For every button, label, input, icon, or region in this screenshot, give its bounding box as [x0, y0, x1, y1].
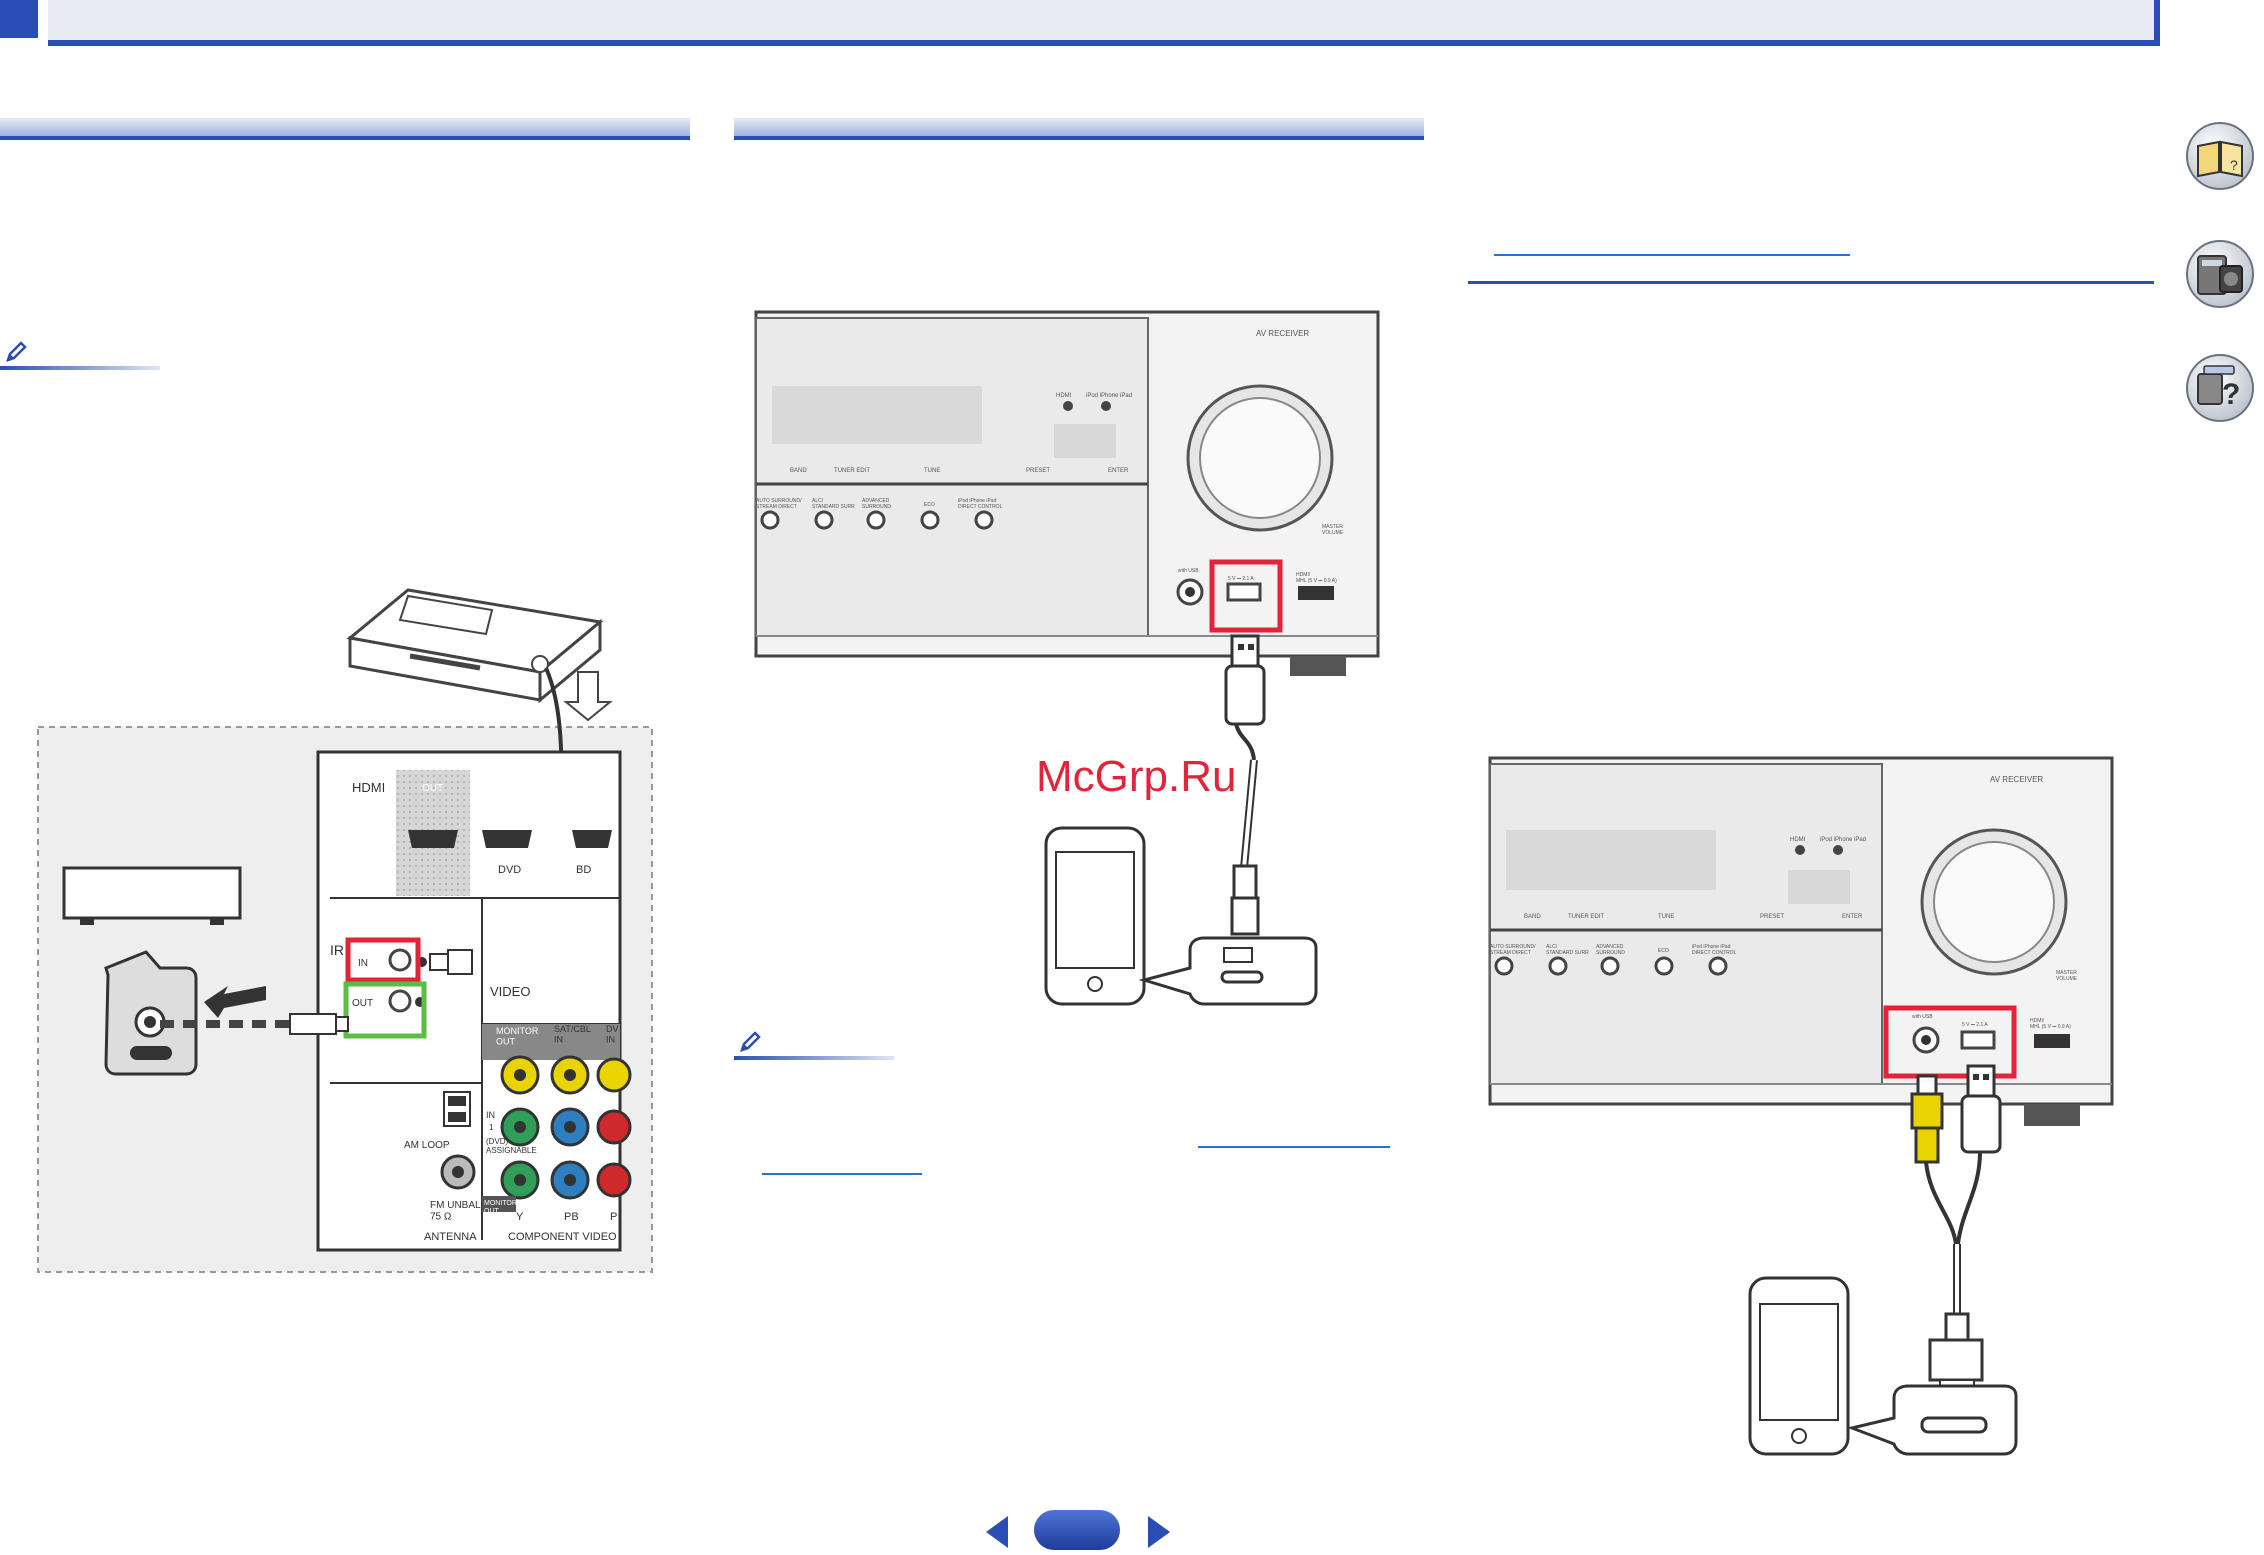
band-label: BAND [790, 468, 807, 474]
subsection-rule [1468, 281, 2154, 284]
hdmi-front-label: HDMI [1056, 393, 1072, 399]
watermark-text: McGrp.Ru [1036, 752, 1237, 801]
enter-label-2: ENTER [1842, 914, 1863, 920]
section-rule-center [734, 118, 1424, 140]
troubleshooting-icon[interactable]: ? [2184, 352, 2256, 424]
antenna-label: ANTENNA [424, 1231, 477, 1243]
ir-label: IR [330, 942, 344, 958]
down-arrow-icon [563, 671, 613, 722]
note-underline [734, 1056, 894, 1060]
note-pencil-icon [4, 340, 28, 364]
band-label-2: BAND [1524, 914, 1541, 920]
hdmi-mhl-label: HDMI/MHL (5 V ⎓ 0.9 A) [1296, 572, 1337, 584]
tune-label-2: TUNE [1658, 914, 1674, 920]
left-arrow-icon [204, 986, 266, 1018]
component-video-label: COMPONENT VIDEO [508, 1231, 617, 1243]
tune-label: TUNE [924, 468, 940, 474]
svg-text:?: ? [2230, 157, 2238, 173]
ir-receiver-device [346, 588, 604, 704]
usb-port-highlight [1209, 559, 1283, 633]
header-bar [48, 0, 2160, 46]
svg-text:?: ? [2222, 378, 2240, 411]
video-label: VIDEO [490, 984, 530, 999]
cross-reference-link[interactable] [1494, 254, 1850, 256]
usb-connection-diagram: AV RECEIVER HDMI iPod iPhone iPad BAND T… [754, 310, 1380, 1006]
iphone-device [1044, 826, 1318, 1006]
cross-reference-link[interactable] [1198, 1146, 1390, 1148]
pb-label: PB [564, 1211, 579, 1223]
receiver-front-panel-2 [1488, 756, 2114, 1126]
assignable-label: (DVD)ASSIGNABLE [486, 1137, 537, 1155]
enter-label: ENTER [1108, 468, 1129, 474]
alc-label: ALC/STANDARD SURR [812, 498, 855, 510]
ipod-front-label-2: iPod iPhone iPad [1820, 837, 1866, 843]
prev-arrow-icon [986, 1516, 1008, 1548]
dvd-label: DVD [498, 864, 521, 876]
hdmi-mhl-label-2: HDMI/MHL (5 V ⎓ 0.9 A) [2030, 1018, 2071, 1030]
usb-rating-label: 5 V ⎓ 2.1 A [1228, 576, 1254, 582]
note-pencil-icon [738, 1030, 762, 1054]
rear-panel [316, 750, 632, 1252]
auto-surround-label-2: AUTO SURROUND/STREAM DIRECT [1490, 944, 1536, 956]
cross-reference-link[interactable] [762, 1173, 922, 1175]
receiver-front-panel [754, 310, 1380, 676]
usb-left-label-2: with USB [1912, 1014, 1933, 1020]
ir-out-label: OUT [352, 998, 373, 1009]
chapter-number-tab [0, 0, 38, 38]
tuner-edit-label: TUNER EDIT [834, 468, 870, 474]
ipod-av-cable [1910, 1064, 2002, 1395]
ipod-front-label: iPod iPhone iPad [1086, 393, 1132, 399]
next-page-button[interactable] [1144, 1514, 1174, 1550]
book-help-icon[interactable]: ? [2184, 120, 2256, 192]
ir-in-highlight [345, 937, 421, 983]
bd-label: BD [576, 864, 591, 876]
component-in-label: IN [486, 1110, 495, 1120]
pr-label: P [610, 1211, 617, 1223]
tuner-edit-label-2: TUNER EDIT [1568, 914, 1604, 920]
hdmi-front-label-2: HDMI [1790, 837, 1806, 843]
other-component [62, 866, 242, 925]
section-rule-left [0, 118, 690, 140]
am-loop-label: AM LOOP [404, 1140, 450, 1151]
preset-label-2: PRESET [1760, 914, 1784, 920]
auto-surround-label: AUTO SURROUND/STREAM DIRECT [756, 498, 802, 510]
av-receiver-label: AV RECEIVER [1256, 329, 1309, 338]
alc-label-2: ALC/STANDARD SURR [1546, 944, 1589, 956]
usb-av-highlight [1883, 1005, 2017, 1079]
current-page-badge [1034, 1510, 1120, 1550]
remote-control-icon[interactable] [2184, 238, 2256, 310]
usb-cable [1224, 634, 1266, 936]
usb-left-label: with USB [1178, 568, 1199, 574]
eco-label: ECO [924, 502, 935, 508]
ipod-av-connection-diagram: AV RECEIVER HDMI iPod iPhone iPad BAND T… [1488, 756, 2114, 1456]
note-underline [0, 366, 160, 370]
ir-in-label: IN [358, 958, 368, 969]
y-label: Y [516, 1211, 524, 1223]
av-receiver-label-2: AV RECEIVER [1990, 775, 2043, 784]
usb-rating-label-2: 5 V ⎓ 2.1 A [1962, 1022, 1988, 1028]
component-in-number: 1 [489, 1123, 494, 1132]
hdmi-label: HDMI [352, 780, 385, 795]
ipod-device [1748, 1276, 2018, 1456]
prev-page-button[interactable] [982, 1514, 1012, 1550]
preset-label: PRESET [1026, 468, 1050, 474]
eco-label-2: ECO [1658, 948, 1669, 954]
ir-out-highlight [343, 981, 427, 1039]
hdmi-out-label: OUT [422, 783, 443, 794]
next-arrow-icon [1148, 1516, 1170, 1548]
